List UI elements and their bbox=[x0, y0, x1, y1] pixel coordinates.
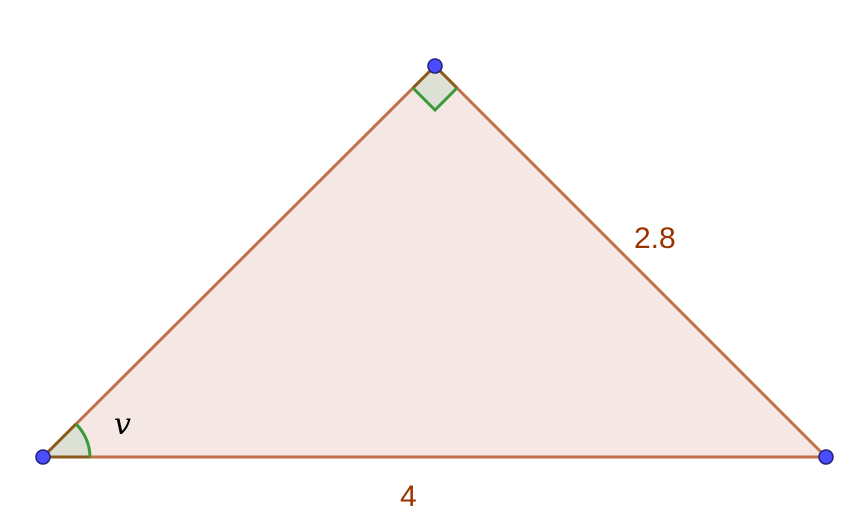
vertex-left[interactable] bbox=[35, 449, 51, 465]
angle-v-sector bbox=[43, 424, 90, 457]
vertex-top[interactable] bbox=[427, 58, 443, 74]
angle-v-marker bbox=[41, 422, 92, 459]
label-side-hypotenuse: 4 bbox=[400, 480, 417, 513]
right-angle-corner bbox=[411, 86, 459, 113]
vertex-right[interactable] bbox=[818, 449, 834, 465]
label-angle-v: v bbox=[114, 407, 131, 442]
angle-v-edge-upper bbox=[41, 422, 78, 459]
triangle-fill bbox=[43, 66, 826, 457]
angle-v-arc bbox=[74, 422, 92, 458]
side-left bbox=[41, 64, 437, 459]
side-right bbox=[433, 64, 828, 459]
label-side-leg: 2.8 bbox=[634, 222, 676, 255]
